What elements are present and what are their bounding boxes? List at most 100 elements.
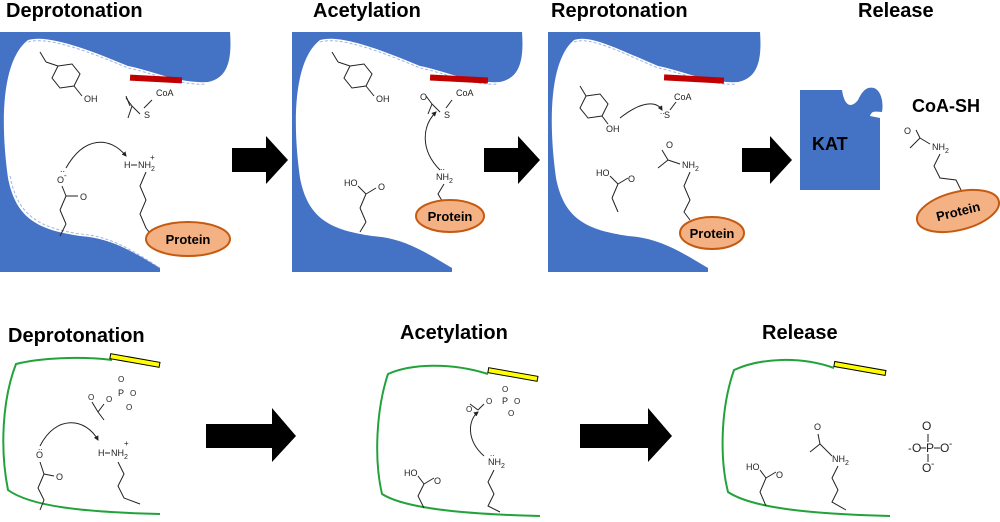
minus-sign: - bbox=[64, 171, 67, 180]
pocket-acetylation: O P O O O O HO O .. NH 2 bbox=[376, 364, 541, 517]
kat-panel-reprotonation: OH CoA S .. HO O O NH 2 Protein bbox=[548, 32, 761, 272]
kat-panel-acetylation: OH CoA S O HO O .. NH 2 Protein bbox=[292, 32, 523, 272]
subscript-2: 2 bbox=[501, 463, 505, 470]
o-label: O bbox=[466, 405, 472, 414]
curved-arrow bbox=[65, 141, 127, 169]
o-label: O bbox=[130, 389, 136, 398]
acetyl-coa: CoA S O bbox=[420, 88, 474, 120]
tyrosine: OH bbox=[331, 51, 390, 104]
nh2-label: NH bbox=[138, 160, 151, 170]
protein-label: Protein bbox=[166, 232, 211, 247]
lone-pair: .. bbox=[490, 449, 494, 458]
p-label: P bbox=[118, 388, 124, 398]
o-label: O bbox=[434, 476, 441, 486]
o-label: O bbox=[776, 470, 783, 480]
curved-arrow bbox=[619, 103, 663, 119]
lysine-ammonium: H NH 2 + bbox=[98, 439, 141, 505]
lone-pair: .. bbox=[60, 164, 65, 174]
nh2-label: NH bbox=[436, 172, 449, 182]
title-acetylation-bottom: Acetylation bbox=[400, 322, 508, 344]
o-label: O bbox=[80, 192, 87, 202]
acetyl-lysine-released: O NH 2 bbox=[904, 126, 963, 199]
minus-sign: - bbox=[908, 443, 912, 455]
nh2-label: NH bbox=[932, 142, 945, 152]
plus-sign: + bbox=[124, 439, 129, 448]
subscript-2: 2 bbox=[945, 148, 949, 155]
nh2-label: NH bbox=[682, 160, 695, 170]
acetyl-phosphate: O P O O O O bbox=[466, 385, 520, 418]
protein-label: Protein bbox=[690, 226, 735, 241]
coa-sh-label: CoA-SH bbox=[912, 96, 980, 116]
ho-label: HO bbox=[596, 168, 610, 178]
ho-label: HO bbox=[404, 468, 418, 478]
o-label: O bbox=[486, 397, 492, 406]
minus-sign: - bbox=[949, 439, 952, 450]
helix-yellow bbox=[487, 367, 539, 382]
protein-ellipse bbox=[145, 221, 231, 257]
oh-label: OH bbox=[376, 94, 390, 104]
lone-pair: .. bbox=[660, 107, 664, 116]
coa-thiolate: CoA S .. bbox=[660, 92, 692, 120]
subscript-2: 2 bbox=[845, 460, 849, 467]
o-label: O bbox=[814, 422, 821, 432]
enzyme-pocket bbox=[0, 32, 231, 272]
o-label: O bbox=[88, 393, 94, 402]
carboxylic-acid: HO O bbox=[344, 178, 385, 233]
p-label: P bbox=[502, 396, 508, 406]
oh-label: OH bbox=[606, 124, 620, 134]
lone-pair: .. bbox=[440, 162, 445, 172]
title-acetylation-top: Acetylation bbox=[313, 0, 421, 22]
carboxylate: O .. O bbox=[36, 443, 63, 511]
acetyl-lysine: O NH 2 bbox=[657, 140, 699, 221]
coa-label: CoA bbox=[674, 92, 692, 102]
o-label: O bbox=[502, 385, 508, 394]
subscript-2: 2 bbox=[695, 166, 699, 173]
coa-label: CoA bbox=[156, 88, 174, 98]
helix-red bbox=[663, 74, 725, 84]
o-label: O bbox=[56, 472, 63, 482]
p-label: P bbox=[926, 441, 934, 455]
kat-enzyme-block bbox=[800, 87, 883, 190]
phosphate-ion: O - O P O - O - bbox=[908, 419, 952, 475]
coa-label: CoA bbox=[456, 88, 474, 98]
o-label: O bbox=[378, 182, 385, 192]
carboxylate: .. O - O bbox=[57, 164, 87, 237]
ho-label: HO bbox=[746, 462, 760, 472]
protein-ellipse bbox=[415, 199, 485, 233]
plus-sign: + bbox=[150, 153, 155, 162]
protein-label: Protein bbox=[428, 209, 473, 224]
green-pocket bbox=[721, 358, 891, 517]
nh2-label: NH bbox=[832, 454, 845, 464]
pocket-deprotonation: O P O O O O O .. O H NH 2 + bbox=[2, 353, 161, 515]
o-label: O bbox=[126, 403, 132, 412]
kat-panel-release: KAT CoA-SH O NH 2 Protein bbox=[800, 87, 1000, 234]
o-label: O bbox=[628, 174, 635, 184]
helix-yellow bbox=[833, 360, 887, 377]
subscript-2: 2 bbox=[449, 178, 453, 185]
enzyme-pocket bbox=[292, 32, 523, 272]
o-label: O bbox=[922, 461, 931, 475]
minus-sign: - bbox=[931, 459, 934, 470]
o-label: O bbox=[940, 441, 949, 455]
o-label: O bbox=[922, 419, 931, 433]
o-label: O bbox=[420, 92, 427, 102]
process-arrow bbox=[484, 136, 540, 184]
carboxylic-acid: HO O bbox=[404, 468, 441, 509]
helix-yellow bbox=[109, 353, 161, 368]
subscript-2: 2 bbox=[124, 454, 128, 461]
kat-panel-deprotonation: OH CoA S .. O - O H NH bbox=[0, 32, 231, 272]
curved-arrow bbox=[39, 422, 99, 447]
curved-arrow bbox=[424, 111, 441, 171]
o-label: O bbox=[118, 375, 124, 384]
acetyl-phosphate: O P O O O O bbox=[88, 375, 136, 421]
green-pocket bbox=[2, 356, 161, 515]
helix-red bbox=[129, 74, 183, 84]
o-label: O bbox=[666, 140, 673, 150]
nh2-label: NH bbox=[488, 457, 501, 467]
kat-label: KAT bbox=[812, 134, 848, 154]
process-arrow bbox=[232, 136, 288, 184]
pocket-release: HO O O NH 2 bbox=[721, 358, 891, 517]
title-deprotonation-top: Deprotonation bbox=[6, 0, 143, 22]
lysine-amine: .. NH 2 bbox=[487, 449, 505, 513]
